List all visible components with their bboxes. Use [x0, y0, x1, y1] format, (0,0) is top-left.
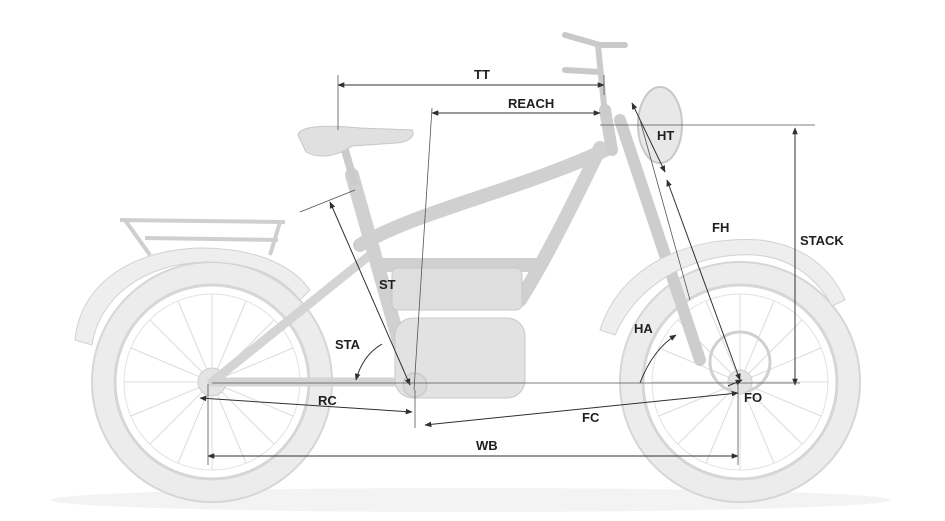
- label-ha: HA: [634, 321, 653, 336]
- ht-dimension-line: [631, 102, 666, 173]
- label-wb: WB: [476, 438, 498, 453]
- st-ext: [299, 189, 356, 213]
- rear-rack: [119, 218, 286, 257]
- rear-fender: [74, 247, 311, 346]
- label-ht: HT: [657, 128, 674, 143]
- label-stack: STACK: [800, 233, 844, 248]
- battery-pack: [391, 267, 523, 311]
- stem: [595, 44, 608, 116]
- label-sta: STA: [335, 337, 361, 352]
- fc-dimension-line: [424, 390, 739, 428]
- label-tt: TT: [474, 67, 490, 82]
- label-fh: FH: [712, 220, 729, 235]
- label-reach: REACH: [508, 96, 554, 111]
- saddle: [297, 125, 414, 157]
- dimension-lines: [199, 75, 815, 465]
- fo-dimension-line: [727, 379, 743, 387]
- front-wheel: [619, 261, 861, 503]
- handlebar: [562, 32, 628, 48]
- dimension-labels: TT REACH HT STACK FH ST STA HA RC FO FC …: [318, 67, 844, 453]
- bike-silhouette: [50, 32, 890, 512]
- fh-dimension-line: [666, 179, 741, 381]
- ground-shadow: [50, 488, 890, 512]
- label-fo: FO: [744, 390, 762, 405]
- reach-vertical: [413, 107, 433, 391]
- label-st: ST: [379, 277, 396, 292]
- steering-axis: [639, 119, 691, 301]
- ha-angle-arc: [639, 334, 677, 384]
- sta-angle-arc: [354, 343, 383, 381]
- handlebar-lower: [562, 67, 603, 75]
- label-fc: FC: [582, 410, 600, 425]
- label-rc: RC: [318, 393, 337, 408]
- st-dimension-line: [329, 201, 411, 386]
- seat-post: [341, 148, 359, 187]
- rc-dimension-line: [199, 395, 413, 415]
